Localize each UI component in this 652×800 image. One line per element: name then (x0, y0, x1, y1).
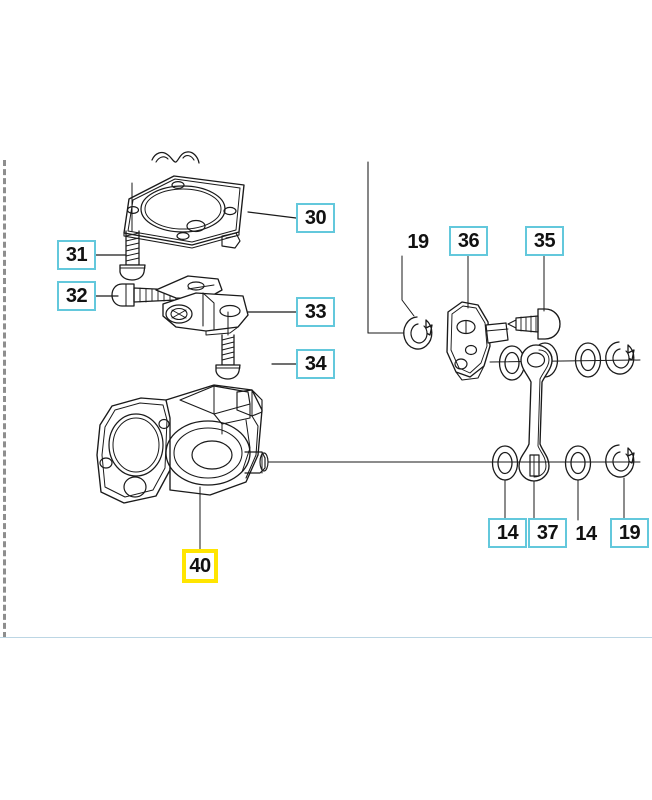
part-19-e-clip-left (403, 316, 433, 350)
leader-19-left (401, 255, 415, 317)
callout-36[interactable]: 36 (449, 226, 488, 256)
part-37-connecting-link-rod (518, 344, 553, 482)
e-clip-bottom-right (605, 444, 635, 478)
callout-37[interactable]: 37 (528, 518, 567, 548)
washer-bottom-left (491, 445, 519, 481)
clip-fragment-top (151, 151, 200, 164)
callout-19-right[interactable]: 19 (610, 518, 649, 548)
part-33-throttle-bracket (155, 275, 249, 336)
callout-14-left[interactable]: 14 (488, 518, 527, 548)
part-35-screw-linkage (507, 308, 561, 340)
callout-35[interactable]: 35 (525, 226, 564, 256)
part-30-intake-gasket (123, 175, 245, 249)
part-36-throttle-lever-plate (446, 301, 509, 381)
callout-32[interactable]: 32 (57, 281, 96, 311)
washer-bottom-right (564, 445, 592, 481)
part-40-carburetor-body (96, 384, 269, 550)
callout-14-right[interactable]: 14 (575, 522, 597, 545)
callout-19-left[interactable]: 19 (407, 230, 429, 253)
shaft-line-top (489, 359, 641, 363)
callout-40-highlighted[interactable]: 40 (182, 549, 218, 583)
callout-30[interactable]: 30 (296, 203, 335, 233)
part-34-screw-lower (215, 311, 241, 380)
leader-30 (247, 211, 297, 219)
callout-34[interactable]: 34 (296, 349, 335, 379)
callout-31[interactable]: 31 (57, 240, 96, 270)
page-trim-mark-left (3, 160, 6, 638)
e-clip-top-right (605, 341, 635, 375)
washer-top-right (574, 342, 602, 378)
part-31-screw-upper (119, 182, 146, 281)
callout-33[interactable]: 33 (296, 297, 335, 327)
page-footer-rule (0, 637, 652, 638)
